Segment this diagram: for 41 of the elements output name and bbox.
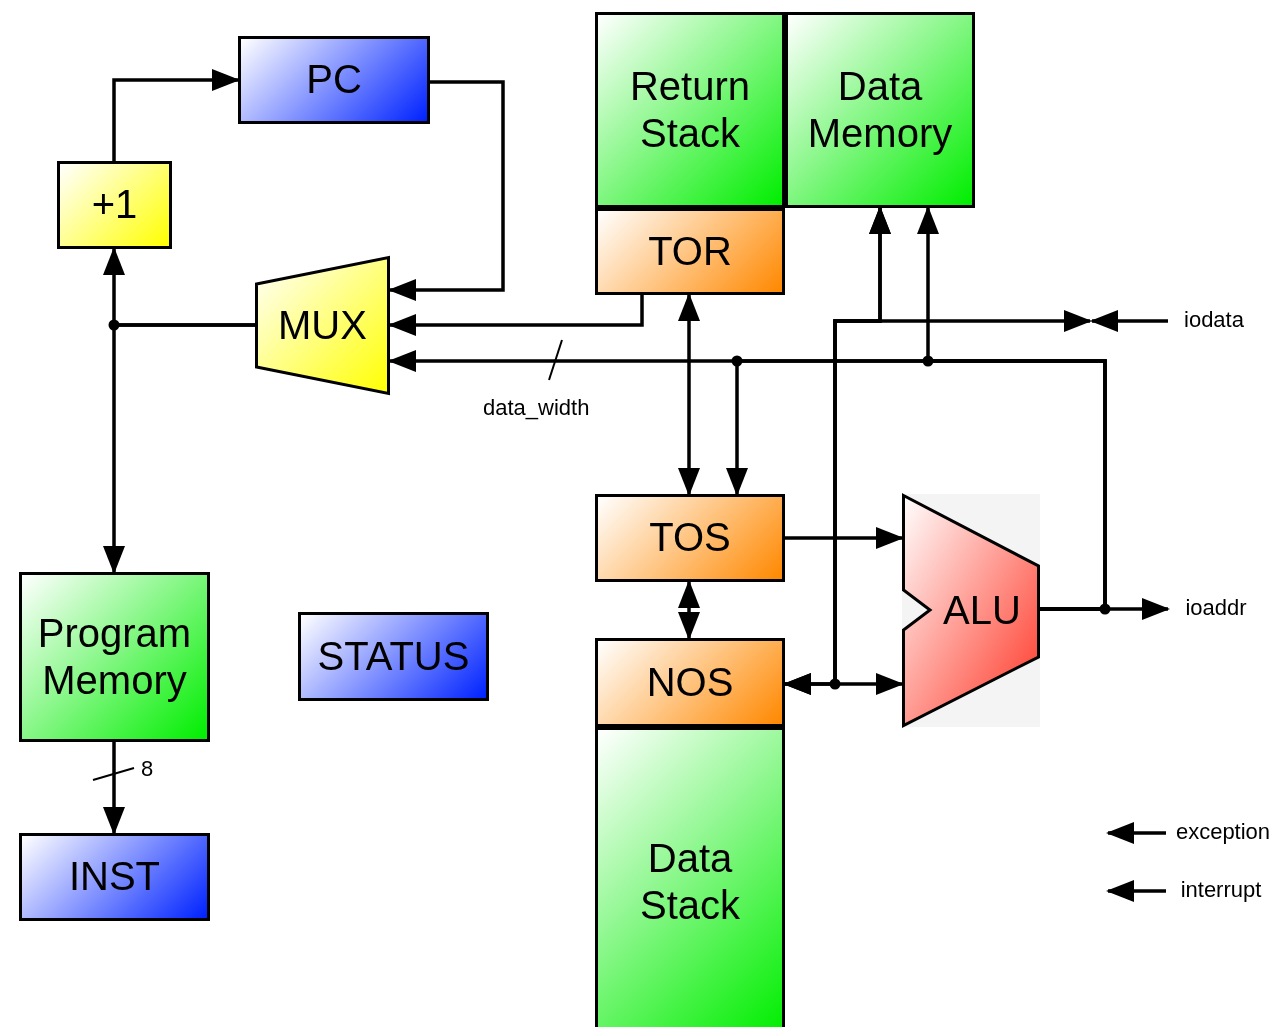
memory-box — [595, 12, 785, 208]
arrow — [103, 323, 255, 574]
block-label: Return Stack — [628, 62, 752, 157]
register-box — [595, 494, 785, 582]
register-box — [595, 638, 785, 727]
block-label: TOS — [649, 514, 731, 562]
arrow — [103, 742, 125, 835]
arrow — [388, 80, 505, 301]
block-label: STATUS — [317, 632, 470, 680]
block-label: INST — [68, 853, 161, 901]
block-label: MUX — [278, 301, 367, 349]
arrow — [678, 293, 700, 496]
arrow — [783, 310, 1092, 695]
block-label: Data Stack — [638, 834, 741, 929]
stack-box — [595, 727, 785, 1027]
arrow — [1106, 822, 1166, 844]
arrow — [112, 69, 240, 161]
arrow — [785, 527, 904, 549]
arrow — [388, 295, 644, 336]
block-label: Program Memory — [36, 609, 193, 704]
signal-label: ioaddr — [1185, 595, 1247, 621]
block-label: TOR — [648, 227, 732, 275]
register-box — [19, 833, 210, 921]
arrow — [1106, 880, 1166, 902]
memory-box — [785, 12, 975, 208]
signal-label: exception — [1175, 819, 1271, 845]
block-label: PC — [306, 56, 362, 104]
memory-box — [19, 572, 210, 742]
arrow — [1090, 310, 1168, 332]
block-label: +1 — [91, 181, 138, 229]
incrementer-box — [57, 161, 172, 249]
arrow — [678, 580, 700, 640]
signal-label: interrupt — [1180, 877, 1262, 903]
register-box — [238, 36, 430, 124]
register-box — [298, 612, 489, 701]
block-label: Data Memory — [806, 62, 954, 157]
signal-label: iodata — [1184, 307, 1244, 333]
block-label: NOS — [646, 658, 734, 706]
bus-width-label: data_width — [482, 396, 591, 421]
register-box — [595, 208, 785, 295]
block-label: ALU — [943, 586, 1021, 634]
